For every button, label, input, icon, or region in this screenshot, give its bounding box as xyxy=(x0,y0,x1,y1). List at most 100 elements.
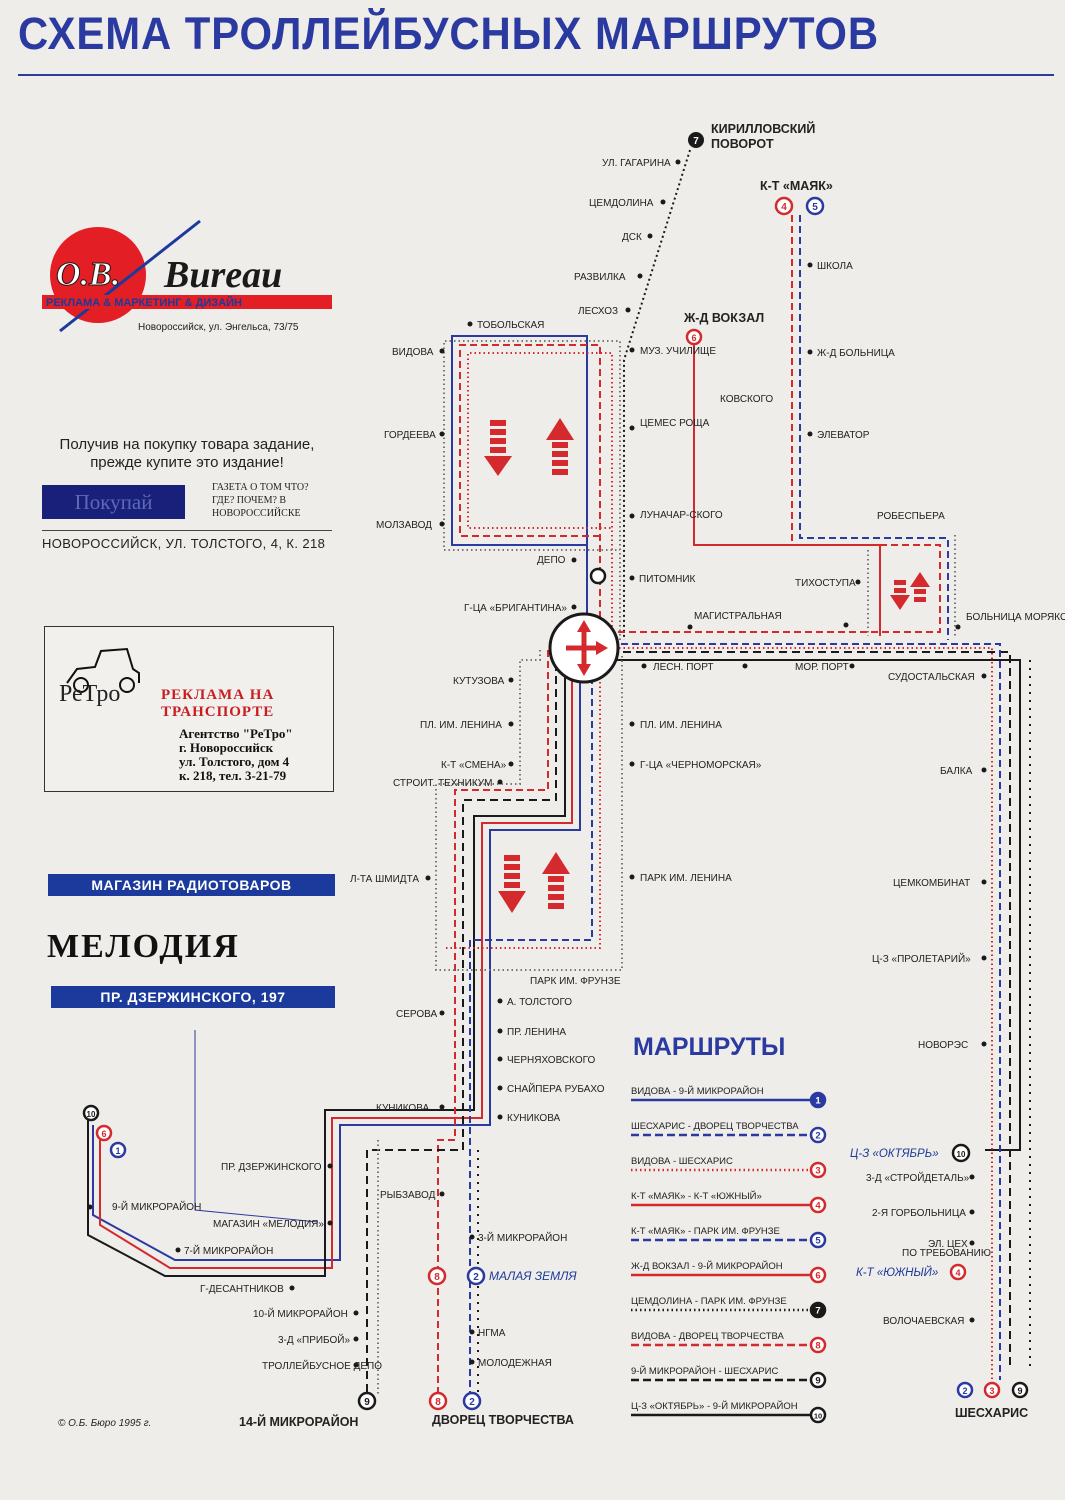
stop-balka: БАЛКА xyxy=(940,766,973,777)
stop-pitomnik: ПИТОМНИК xyxy=(639,574,696,585)
route-1-south xyxy=(92,655,581,1261)
route-3-east xyxy=(610,647,993,1380)
route-badges: 7 4 5 6 10 6 1 9 8 2 8 2 10 4 2 3 9 xyxy=(82,132,1029,1411)
stop-trolleybus-depo: ТРОЛЛЕЙБУСНОЕ ДЕПО xyxy=(262,1359,382,1372)
stop-elevator: ЭЛЕВАТОР xyxy=(817,430,870,441)
stop-gagarina: УЛ. ГАГАРИНА xyxy=(602,158,671,169)
central-hub xyxy=(548,612,620,684)
badge-8-malaya: 8 xyxy=(427,1266,447,1286)
stop-cemdolina: ЦЕМДОЛИНА xyxy=(589,198,654,209)
title-underline xyxy=(18,74,1054,76)
arrow-down-east xyxy=(890,580,910,610)
legend-label-2: ШЕСХАРИС - ДВОРЕЦ ТВОРЧЕСТВА xyxy=(631,1121,799,1132)
legend-label-4: К-Т «МАЯК» - К-Т «ЮЖНЫЙ» xyxy=(631,1190,762,1202)
arrow-down-north xyxy=(484,420,512,476)
melodia-name: МЕЛОДИЯ xyxy=(47,928,240,965)
stop-bolnica-moryakov: БОЛЬНИЦА МОРЯКОВ xyxy=(966,612,1065,623)
route-4-mayak xyxy=(600,215,941,633)
stop-pr-lenina: ПР. ЛЕНИНА xyxy=(507,1027,566,1038)
terminal-labels: КИРИЛЛОВСКИЙ ПОВОРОТ К-Т «МАЯК» Ж-Д ВОКЗ… xyxy=(239,121,1028,1429)
badge-5-mayak: 5 xyxy=(805,196,825,216)
stop-robespiera: РОБЕСПЬЕРА xyxy=(877,511,945,522)
terminal-malaya-zemlya: МАЛАЯ ЗЕМЛЯ xyxy=(489,1269,577,1283)
route-legend: МАРШРУТЫ ВИДОВА - 9-Й МИКРОРАЙОН1ШЕСХАРИ… xyxy=(631,1033,827,1424)
stop-zhd-bolnica: Ж-Д БОЛЬНИЦА xyxy=(817,348,895,359)
stop-lesn-port: ЛЕСН. ПОРТ xyxy=(653,662,714,673)
route-2-east xyxy=(610,643,1001,1380)
newspaper-side: ГАЗЕТА О ТОМ ЧТО? ГДЕ? ПОЧЕМ? В НОВОРОСС… xyxy=(212,482,309,519)
stop-tikhostupa: ТИХОСТУПА xyxy=(795,578,856,589)
stop-9-mikro: 9-Й МИКРОРАЙОН xyxy=(112,1200,201,1213)
stop-cemkombinat: ЦЕМКОМБИНАТ xyxy=(893,878,970,889)
stop-tobolskaya: ТОБОЛЬСКАЯ xyxy=(477,320,544,331)
legend-label-10: Ц-З «ОКТЯБРЬ» - 9-Й МИКРОРАЙОН xyxy=(631,1400,798,1412)
retro-line2: г. Новороссийск xyxy=(179,740,274,755)
ob-bureau-logo: O.B. Bureau РЕКЛАМА & МАРКЕТИНГ & ДИЗАЙН xyxy=(42,219,332,333)
stop-po-trebovaniyu: ПО ТРЕБОВАНИЮ xyxy=(902,1248,991,1259)
badge-4-mayak: 4 xyxy=(774,196,794,216)
stop-labels: УЛ. ГАГАРИНА ЦЕМДОЛИНА ДСК РАЗВИЛКА ЛЕСХ… xyxy=(112,158,1065,1372)
route-7-north xyxy=(623,149,691,640)
route-9-east xyxy=(610,651,1011,1370)
legend-badge-7 xyxy=(809,1301,827,1319)
route-3-south xyxy=(445,655,601,949)
arrow-down-south xyxy=(498,855,526,913)
legend-label-5: К-Т «МАЯК» - ПАРК ИМ. ФРУНЗЕ xyxy=(631,1226,780,1237)
badge-6-vokzal: 6 xyxy=(685,328,703,346)
route-outer-dotted xyxy=(377,650,623,1395)
svg-text:10: 10 xyxy=(87,1110,96,1119)
terminal-dvorets: ДВОРЕЦ ТВОРЧЕСТВА xyxy=(432,1413,574,1427)
legend-badge-num-6: 6 xyxy=(815,1271,820,1282)
ob-logo-left: O.B. xyxy=(56,256,120,293)
terminal-yuzhny: К-Т «ЮЖНЫЙ» xyxy=(856,1266,938,1279)
stop-stroidetal: 3-Д «СТРОЙДЕТАЛЬ» xyxy=(866,1171,970,1184)
stop-kunikova-w: КУНИКОВА xyxy=(376,1103,430,1114)
stop-desantnikov: Г-ДЕСАНТНИКОВ xyxy=(200,1284,284,1295)
stop-novores: НОВОРЭС xyxy=(918,1040,968,1051)
stop-lunacharskogo: ЛУНАЧАР-СКОГО xyxy=(640,510,723,521)
route-lines xyxy=(87,149,1031,1400)
badge-6-west: 6 xyxy=(95,1124,113,1142)
svg-text:2: 2 xyxy=(962,1386,967,1396)
stop-chernomorskaya: Г-ЦА «ЧЕРНОМОРСКАЯ» xyxy=(640,760,762,771)
svg-text:6: 6 xyxy=(101,1129,106,1139)
stop-pl-lenina-e: ПЛ. ИМ. ЛЕНИНА xyxy=(640,720,722,731)
svg-text:8: 8 xyxy=(434,1272,440,1283)
legend-badge-num-7: 7 xyxy=(815,1306,820,1317)
arrow-up-south xyxy=(542,852,570,909)
retro-headline: РЕКЛАМА НА ТРАНСПОРТЕ xyxy=(161,687,275,720)
legend-label-1: ВИДОВА - 9-Й МИКРОРАЙОН xyxy=(631,1085,764,1097)
stop-kunikova-e: КУНИКОВА xyxy=(507,1113,561,1124)
stop-gordeeva: ГОРДЕЕВА xyxy=(384,430,436,441)
stop-sudostalskaya: СУДОСТАЛЬСКАЯ xyxy=(888,672,975,683)
legend-badge-num-4: 4 xyxy=(815,1201,821,1212)
stop-a-tolstogo: А. ТОЛСТОГО xyxy=(507,997,572,1008)
stop-7-mikro: 7-Й МИКРОРАЙОН xyxy=(184,1244,273,1257)
newspaper-divider xyxy=(42,530,332,531)
newspaper-slogan: Получив на покупку товара задание, прежд… xyxy=(59,436,315,471)
svg-text:4: 4 xyxy=(781,202,787,213)
svg-text:10: 10 xyxy=(957,1150,966,1159)
svg-text:7: 7 xyxy=(693,136,699,147)
melodia-top-bar: МАГАЗИН РАДИОТОВАРОВ xyxy=(48,874,335,896)
legend-badge-5 xyxy=(809,1231,827,1249)
direction-arrows xyxy=(484,418,930,913)
terminal-kirillovsky-2: ПОВОРОТ xyxy=(711,137,774,151)
stop-park-frunze: ПАРК ИМ. ФРУНЗЕ xyxy=(530,976,621,987)
legend-badge-num-9: 9 xyxy=(815,1376,820,1387)
stop-shkola: ШКОЛА xyxy=(817,261,853,272)
legend-badge-3 xyxy=(809,1161,827,1179)
arrow-up-north xyxy=(546,418,574,475)
stop-razvilka: РАЗВИЛКА xyxy=(574,272,626,283)
stop-magistralnaya: МАГИСТРАЛЬНАЯ xyxy=(694,611,782,622)
arrow-up-east xyxy=(910,572,930,602)
stop-leskhoz: ЛЕСХОЗ xyxy=(578,306,618,317)
stop-dots xyxy=(87,159,987,1368)
legend-badge-num-2: 2 xyxy=(815,1131,820,1142)
